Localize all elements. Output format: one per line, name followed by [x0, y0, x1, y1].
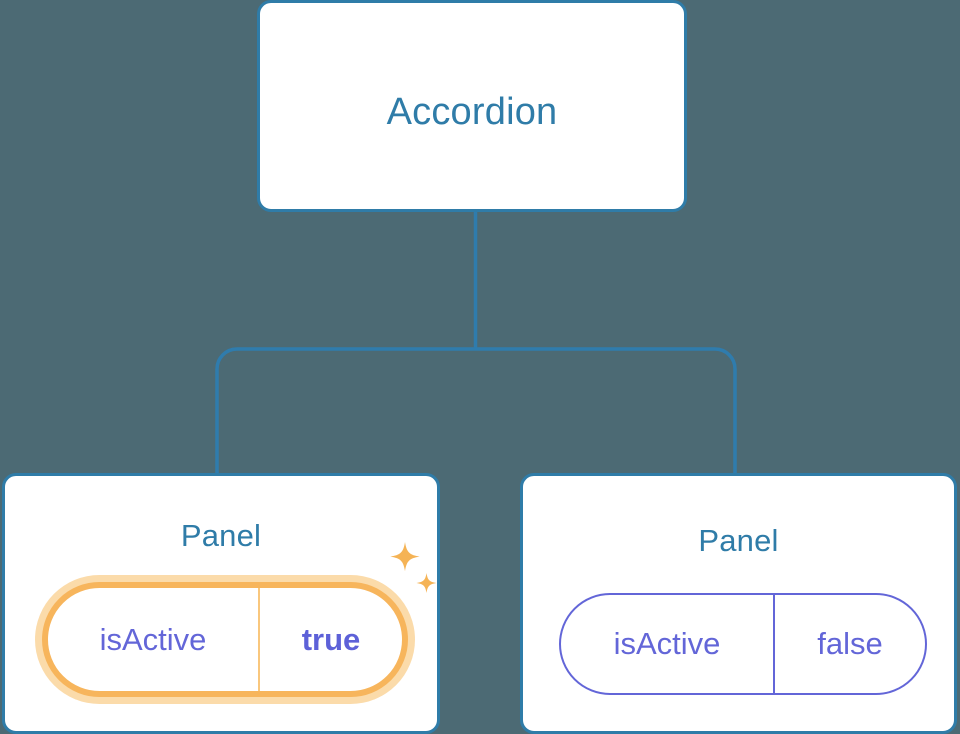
prop-value-label: false	[817, 626, 883, 661]
prop-key-label: isActive	[48, 588, 260, 691]
connector-left-branch	[215, 347, 476, 474]
node-panel-right-title: Panel	[698, 523, 779, 558]
prop-pill-isactive-false[interactable]: isActive false	[559, 593, 927, 695]
node-panel-right[interactable]: Panel isActive false	[520, 473, 957, 734]
node-accordion[interactable]: Accordion	[257, 0, 687, 212]
prop-key-label: isActive	[561, 595, 775, 693]
node-panel-left-title: Panel	[180, 518, 262, 553]
node-panel-left[interactable]: Panel isActive true	[2, 473, 440, 734]
connector-right-branch	[475, 347, 737, 474]
prop-value-label: true	[301, 621, 361, 657]
prop-pill-isactive-true[interactable]: isActive true	[42, 582, 408, 697]
node-accordion-title: Accordion	[386, 91, 558, 133]
prop-pill-active-wrapper: isActive true	[35, 575, 415, 704]
